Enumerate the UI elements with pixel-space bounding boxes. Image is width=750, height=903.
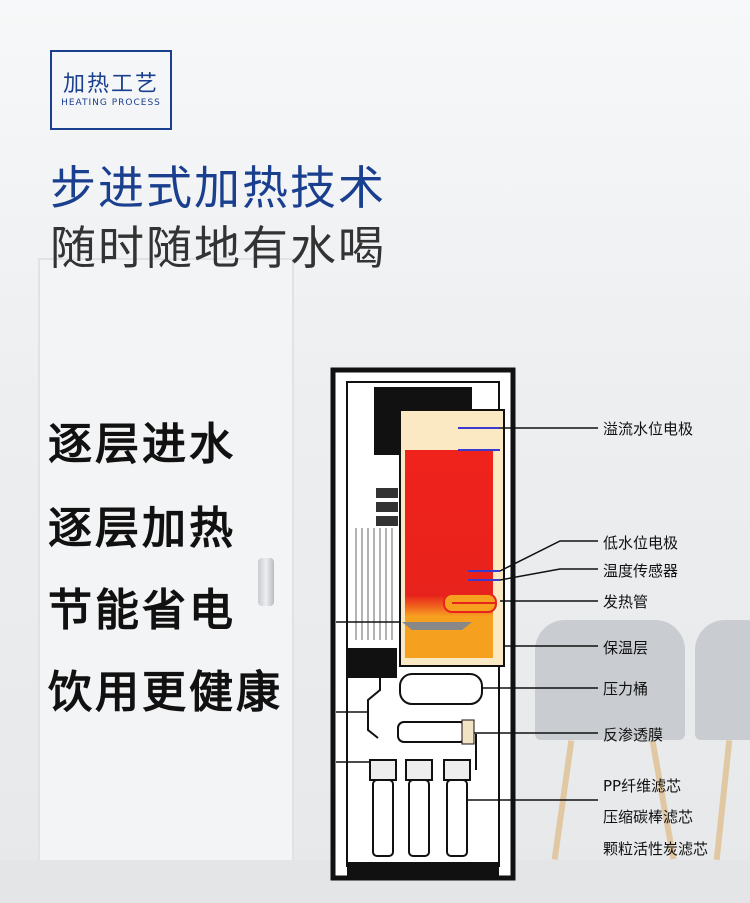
badge-subtitle: HEATING PROCESS [61,98,161,108]
feature-2: 逐层加热 [48,503,236,554]
label-pp-filter: PP纤维滤芯 [603,777,682,795]
control-button [376,502,398,512]
pressure-tank [399,673,483,705]
label-granular-carbon-filter: 颗粒活性炭滤芯 [603,840,709,858]
background-door [38,258,294,882]
chair-left [535,620,685,740]
chair-right [695,620,750,740]
control-button [376,488,398,498]
feature-1: 逐层进水 [48,419,236,470]
machine-base [347,862,499,876]
label-temp-sensor: 温度传感器 [603,562,679,580]
label-low-level-electrode: 低水位电极 [603,534,679,552]
label-insulation: 保温层 [603,639,649,657]
control-button [376,516,398,526]
filter-set [369,759,471,857]
badge-title: 加热工艺 [62,72,159,97]
section-badge: 加热工艺 HEATING PROCESS [50,50,172,130]
dispenser-outlet [347,648,397,678]
headline: 步进式加热技术 [50,161,386,215]
drip-tray [402,622,472,630]
feature-3: 节能省电 [48,585,236,636]
vent-grille [355,528,393,640]
ro-membrane [397,721,467,743]
door-handle [258,558,274,606]
label-overflow-electrode: 溢流水位电极 [603,420,694,438]
label-heater: 发热管 [603,593,649,611]
label-ro-membrane: 反渗透膜 [603,726,664,744]
subline: 随时随地有水喝 [50,221,386,275]
feature-4: 饮用更健康 [48,667,283,718]
label-carbon-rod-filter: 压缩碳棒滤芯 [603,808,694,826]
pipe [367,648,381,739]
label-pressure-tank: 压力桶 [603,680,649,698]
